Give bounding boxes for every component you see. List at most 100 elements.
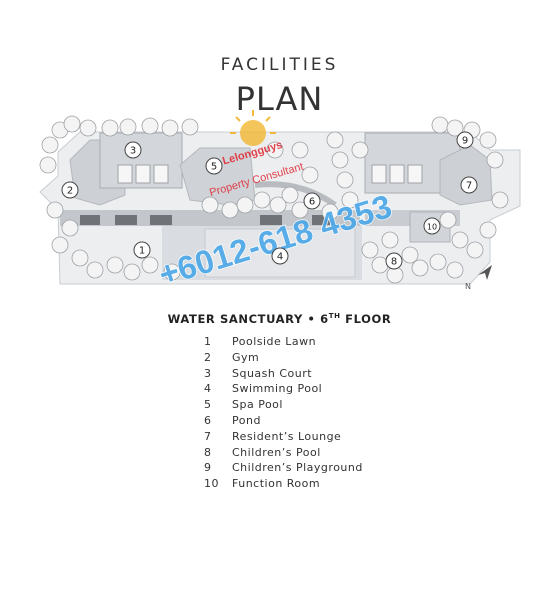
legend-item: 2 Gym	[204, 351, 363, 367]
marker-4: 4	[271, 247, 289, 265]
marker-7: 7	[460, 176, 478, 194]
tree-icon	[101, 119, 119, 137]
floor-word: FLOOR	[345, 312, 392, 326]
tree-icon	[411, 259, 429, 277]
tree-icon	[479, 221, 497, 239]
tree-icon	[221, 201, 239, 219]
legend-number: 7	[204, 429, 212, 443]
legend-label: Swimming Pool	[232, 382, 323, 396]
tree-icon	[141, 256, 159, 274]
legend-label: Children’s Playground	[232, 461, 363, 475]
marker-number: 4	[277, 252, 283, 263]
tree-icon	[201, 196, 219, 214]
tree-icon	[119, 118, 137, 136]
marker-number: 7	[466, 181, 472, 192]
tree-icon	[336, 171, 354, 189]
tree-icon	[451, 231, 469, 249]
marker-circle	[133, 241, 151, 259]
tree-icon	[236, 196, 254, 214]
tree-icon	[79, 119, 97, 137]
legend-label: Poolside Lawn	[232, 335, 317, 348]
marker-number: 5	[211, 162, 217, 173]
tree-icon	[269, 196, 287, 214]
marker-6: 6	[303, 192, 321, 210]
floor-level: 6	[320, 312, 329, 326]
title-plan: PLAN	[235, 80, 324, 118]
tree-icon	[341, 191, 359, 209]
tree-icon	[41, 136, 59, 154]
tree-icon	[491, 191, 509, 209]
pond-curve	[254, 181, 337, 208]
marker-number: 9	[462, 136, 468, 147]
legend-item: 9 Children’s Playground	[204, 461, 363, 477]
marker-9: 9	[456, 131, 474, 149]
floor-bullet: •	[307, 312, 316, 326]
marker-2: 2	[61, 181, 79, 199]
legend-number: 9	[204, 461, 212, 475]
tree-icon	[431, 116, 449, 134]
tree-icon	[266, 141, 284, 159]
tree-icon	[361, 241, 379, 259]
tree-icon	[381, 231, 399, 249]
marker-circle	[271, 247, 289, 265]
tree-icon	[291, 141, 309, 159]
tree-icon	[123, 263, 141, 281]
legend-item: 1 Poolside Lawn	[204, 335, 363, 351]
floor-subtitle: WATER SANCTUARY • 6TH FLOOR	[0, 312, 559, 326]
marker-10: 10	[423, 217, 441, 235]
marker-number: 8	[391, 257, 397, 268]
legend-number: 1	[204, 335, 212, 348]
right-court-2	[389, 164, 405, 184]
right-court-3	[407, 164, 423, 184]
court-divider-3	[153, 164, 169, 184]
legend-number: 10	[204, 477, 219, 491]
furniture-5	[312, 215, 330, 225]
tree-icon	[429, 253, 447, 271]
marker-circle	[385, 252, 403, 270]
sun-rays	[230, 110, 276, 134]
floor-suffix: TH	[328, 312, 341, 321]
marker-number: 3	[130, 146, 136, 157]
marker-5: 5	[205, 157, 223, 175]
tree-icon	[401, 246, 419, 264]
marker-circle	[460, 176, 478, 194]
legend-label: Squash Court	[232, 366, 313, 380]
tree-icon	[446, 261, 464, 279]
furniture-1	[80, 215, 100, 225]
tree-icon	[479, 131, 497, 149]
legend-label: Pond	[232, 413, 261, 427]
tree-icon	[281, 186, 299, 204]
marker-circle	[303, 192, 321, 210]
sun-emblem	[240, 120, 266, 146]
tree-icon	[439, 211, 457, 229]
legend-label: Gym	[232, 350, 260, 364]
tree-icon	[39, 156, 57, 174]
tree-icon	[351, 141, 369, 159]
marker-3: 3	[124, 141, 142, 159]
tree-icon	[466, 241, 484, 259]
marker-circle	[205, 157, 223, 175]
tree-icon	[51, 236, 69, 254]
legend-item: 10 Function Room	[204, 477, 363, 493]
legend-number: 6	[204, 413, 212, 427]
tree-icon	[253, 191, 271, 209]
legend-label: Resident’s Lounge	[232, 429, 342, 443]
legend-label: Children’s Pool	[232, 445, 321, 459]
title-facilities: FACILITIES	[220, 55, 339, 75]
tree-icon	[106, 256, 124, 274]
facilities-plan-map: Lelongguys Property Consultant +6012-618…	[39, 110, 521, 294]
marker-number: 2	[67, 186, 73, 197]
legend-label: Function Room	[232, 477, 321, 491]
marker-number: 1	[139, 246, 145, 257]
marker-circle	[456, 131, 474, 149]
court-divider-2	[135, 164, 151, 184]
legend-number: 2	[204, 350, 212, 364]
tree-icon	[331, 151, 349, 169]
marker-circle	[124, 141, 142, 159]
floor-name: WATER SANCTUARY	[167, 312, 303, 326]
tree-icon	[181, 118, 199, 136]
